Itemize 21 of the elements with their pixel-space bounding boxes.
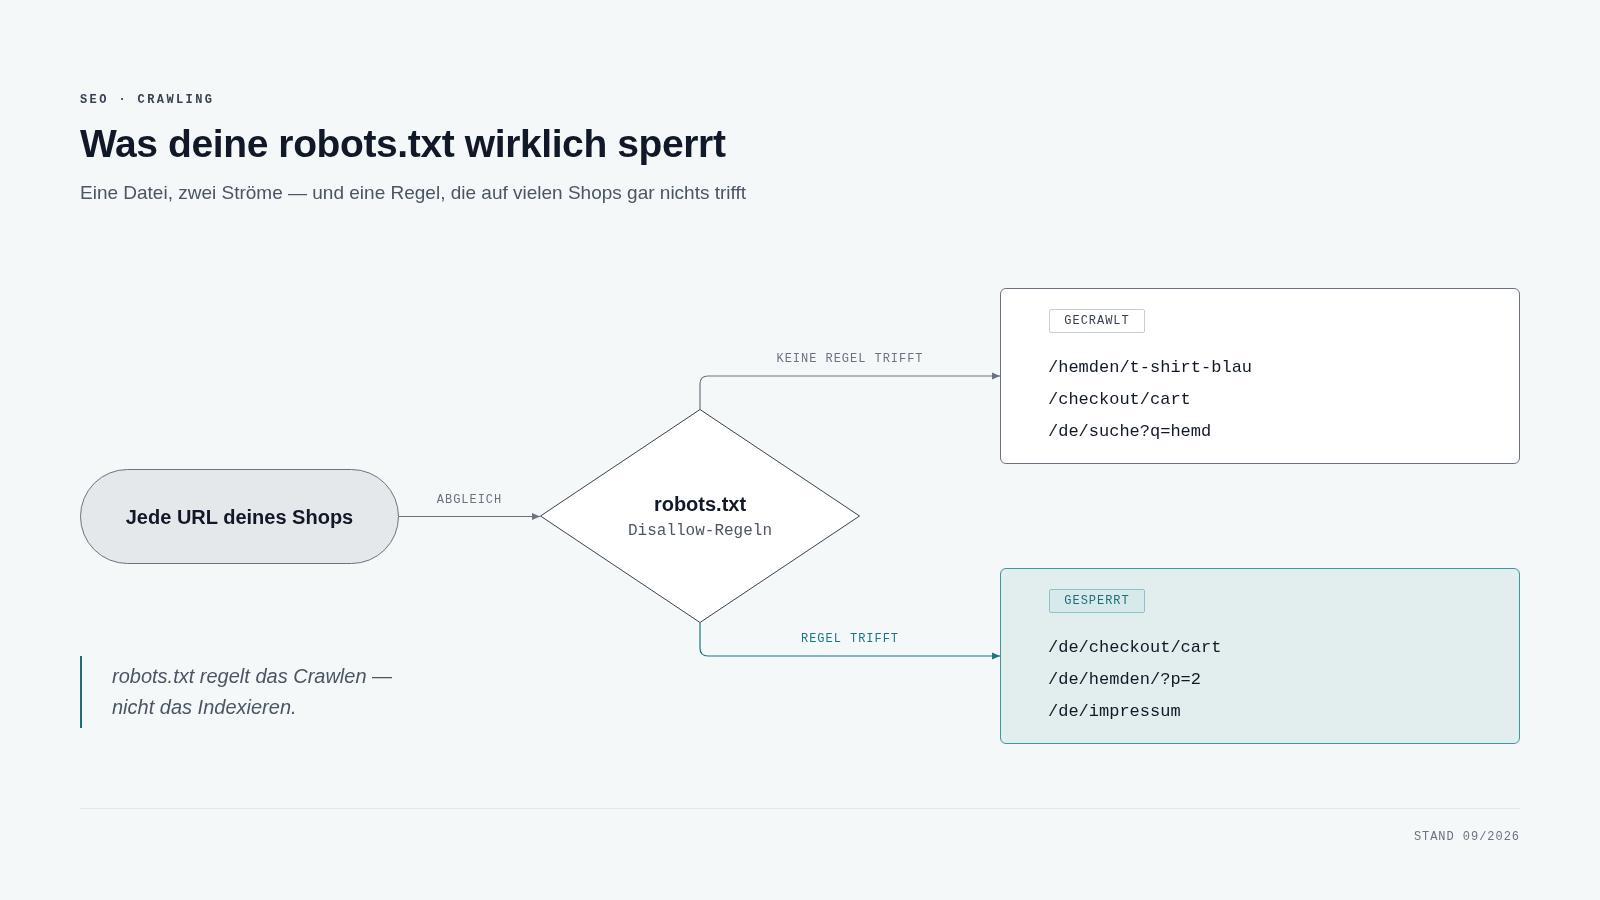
subtitle-text: Eine Datei, zwei Ströme — und eine Regel, die auf vielen Shops gar nichts trifft (80, 181, 747, 205)
arrow (699, 372, 1001, 410)
node-subtitle: Disallow-Regeln (628, 521, 772, 542)
arrow (398, 513, 541, 520)
url-path: /de/suche?q=hemd (1048, 421, 1213, 443)
status-tag: GESPERRT (1049, 589, 1145, 613)
url-path: /de/impressum (1048, 701, 1182, 723)
kicker-text: SEO · CRAWLING (80, 92, 215, 109)
node-label: Jede URL deines Shops (125, 504, 354, 530)
node-title: robots.txt (653, 492, 747, 517)
footer-note: STAND 09/2026 (1413, 829, 1520, 846)
arrow (699, 622, 1001, 660)
status-tag: GECRAWLT (1049, 309, 1145, 333)
url-path: /de/checkout/cart (1048, 637, 1222, 659)
page-title: Was deine robots.txt wirklich sperrt (80, 121, 726, 167)
pull-quote: robots.txt regelt das Crawlen — nicht das Indexieren. (80, 656, 432, 728)
url-path: /checkout/cart (1048, 389, 1192, 411)
result-panel (1000, 568, 1520, 744)
result-panel (1000, 288, 1520, 464)
url-path: /de/hemden/?p=2 (1048, 669, 1203, 691)
url-path: /hemden/t-shirt-blau (1048, 357, 1253, 379)
